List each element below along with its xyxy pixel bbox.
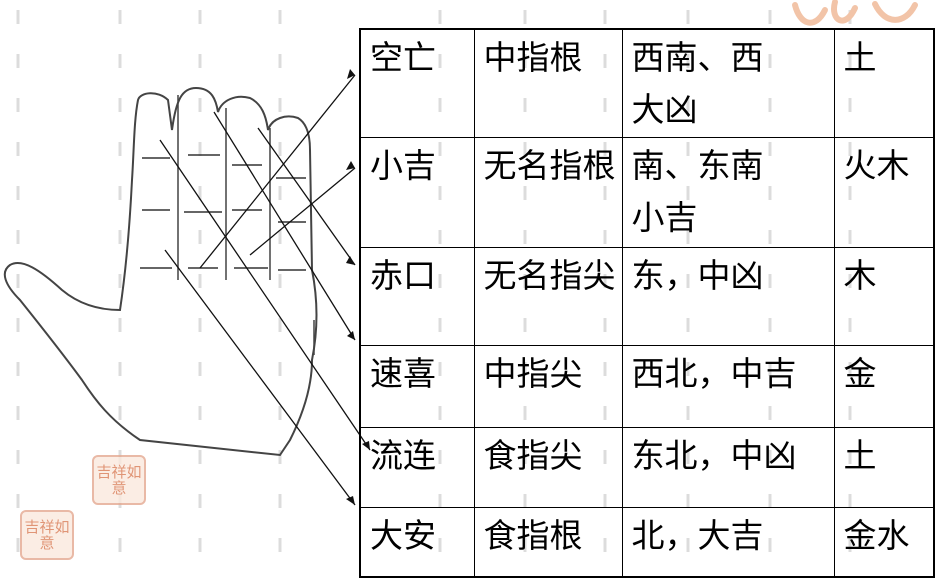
auspicious-seal: 吉祥如意 xyxy=(92,455,146,505)
seal-text: 吉祥如意 xyxy=(96,463,142,497)
position-cell: 大安 xyxy=(359,506,475,578)
element-cell: 土 xyxy=(833,28,935,138)
link-liulian xyxy=(159,139,371,451)
position-cell: 赤口 xyxy=(359,246,475,346)
element-cell: 火木 xyxy=(833,136,935,248)
direction-text: 西南、西 xyxy=(631,38,764,77)
element-cell: 金 xyxy=(833,344,935,428)
direction-cell: 北，大吉 xyxy=(621,506,835,578)
link-kongwang xyxy=(199,74,356,269)
table-row: 空亡 中指根 西南、西大凶 土 xyxy=(359,28,935,138)
direction-cell: 南、东南小吉 xyxy=(621,136,835,248)
table-row: 流连 食指尖 东北，中凶 土 xyxy=(359,426,935,508)
position-cell: 速喜 xyxy=(359,344,475,428)
link-xiaoji xyxy=(249,167,356,256)
corner-logo xyxy=(792,0,918,26)
position-cell: 小吉 xyxy=(359,136,475,248)
element-cell: 土 xyxy=(833,426,935,508)
element-cell: 金水 xyxy=(833,506,935,578)
fortune-text: 小吉 xyxy=(631,197,698,237)
fortune-text: 大凶 xyxy=(631,90,698,129)
link-daan xyxy=(164,249,356,506)
hand-outline xyxy=(3,86,318,457)
seal-text: 吉祥如意 xyxy=(24,518,70,552)
finger-cell: 中指尖 xyxy=(473,344,623,428)
six-positions-table: 空亡 中指根 西南、西大凶 土 小吉 无名指根 南、东南小吉 火木 赤口 无名指… xyxy=(359,28,935,578)
direction-cell: 东北，中凶 xyxy=(621,426,835,508)
position-cell: 流连 xyxy=(359,426,475,508)
direction-cell: 西北，中吉 xyxy=(621,344,835,428)
table-row: 速喜 中指尖 西北，中吉 金 xyxy=(359,344,935,428)
finger-cell: 无名指尖 xyxy=(473,246,623,346)
link-chikou xyxy=(257,127,356,266)
table-row: 赤口 无名指尖 东，中凶 木 xyxy=(359,246,935,346)
table-row: 小吉 无名指根 南、东南小吉 火木 xyxy=(359,136,935,248)
direction-cell: 东，中凶 xyxy=(621,246,835,346)
finger-cell: 中指根 xyxy=(473,28,623,138)
element-cell: 木 xyxy=(833,246,935,346)
direction-text: 南、东南 xyxy=(631,145,764,185)
finger-cell: 无名指根 xyxy=(473,136,623,248)
finger-cell: 食指根 xyxy=(473,506,623,578)
auspicious-seal: 吉祥如意 xyxy=(20,510,74,560)
table-row: 大安 食指根 北，大吉 金水 xyxy=(359,506,935,578)
direction-cell: 西南、西大凶 xyxy=(621,28,835,138)
link-suxi xyxy=(213,111,356,341)
finger-cell: 食指尖 xyxy=(473,426,623,508)
position-cell: 空亡 xyxy=(359,28,475,138)
